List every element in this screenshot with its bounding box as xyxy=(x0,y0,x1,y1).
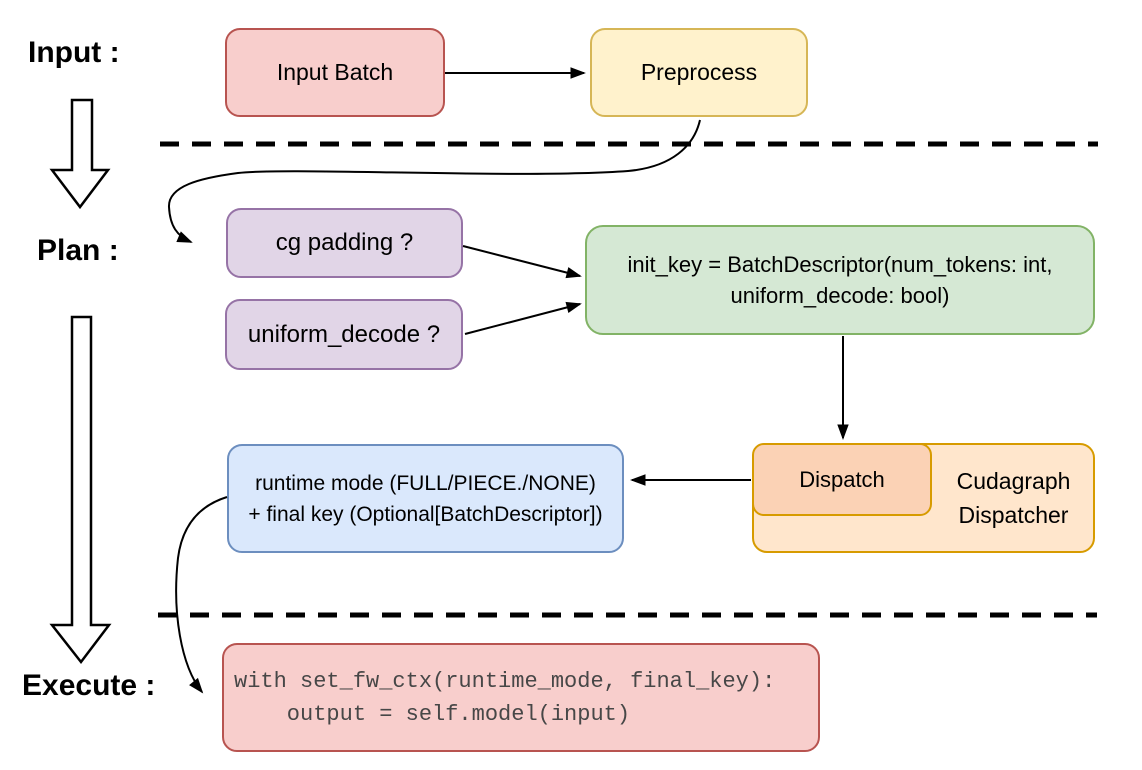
runtime-mode-node: runtime mode (FULL/PIECE./NONE) + final … xyxy=(227,444,624,553)
arrow-cg-padding-to-init-key xyxy=(462,245,582,279)
input-batch-label: Input Batch xyxy=(276,59,394,85)
stage-label-execute: Execute : xyxy=(22,669,156,702)
arrow-runtime-mode-to-execute-code xyxy=(175,496,228,694)
uniform-decode-node: uniform_decode ? xyxy=(225,299,463,370)
preprocess-node: Preprocess xyxy=(590,28,808,117)
uniform-decode-label: uniform_decode ? xyxy=(247,320,441,348)
cudagraph-dispatcher-label: Cudagraph Dispatcher xyxy=(932,443,1095,553)
arrow-uniform-decode-to-init-key xyxy=(464,301,582,335)
cg-padding-node: cg padding ? xyxy=(226,208,463,278)
cudagraph-dispatcher-line2: Dispatcher xyxy=(958,502,1069,528)
runtime-mode-line2: + final key (Optional[BatchDescriptor]) xyxy=(248,502,603,526)
init-key-node: init_key = BatchDescriptor(num_tokens: i… xyxy=(585,225,1095,335)
preprocess-label: Preprocess xyxy=(640,59,758,85)
cudagraph-dispatcher-line1: Cudagraph xyxy=(956,468,1071,494)
dispatch-node: Dispatch xyxy=(752,443,932,516)
cg-padding-label: cg padding ? xyxy=(275,229,414,256)
runtime-mode-line1: runtime mode (FULL/PIECE./NONE) xyxy=(255,471,596,495)
dispatch-label: Dispatch xyxy=(799,466,885,492)
input-batch-node: Input Batch xyxy=(225,28,445,117)
execute-code-line1: with set_fw_ctx(runtime_mode, final_key)… xyxy=(234,668,776,694)
execute-code-line2: output = self.model(input) xyxy=(234,701,631,727)
execute-code-node: with set_fw_ctx(runtime_mode, final_key)… xyxy=(222,643,820,752)
init-key-line1: init_key = BatchDescriptor(num_tokens: i… xyxy=(627,252,1053,277)
long-down-arrow-icon xyxy=(49,315,112,665)
init-key-line2: uniform_decode: bool) xyxy=(730,283,950,308)
stage-label-plan: Plan : xyxy=(37,234,119,267)
down-arrow-icon xyxy=(49,98,111,210)
stage-label-input: Input : xyxy=(28,36,120,69)
